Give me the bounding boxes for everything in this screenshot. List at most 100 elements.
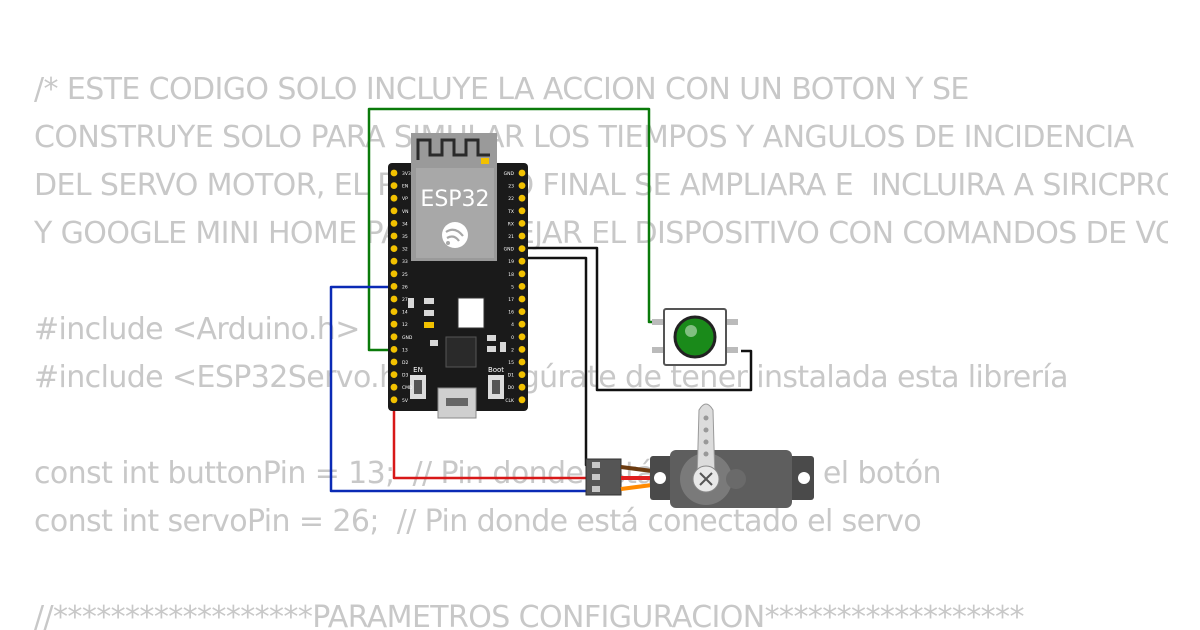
smd-component <box>500 342 506 352</box>
servo-motor[interactable] <box>585 403 814 508</box>
header-pin[interactable] <box>518 371 526 378</box>
header-pin[interactable] <box>518 283 526 290</box>
header-pin[interactable] <box>390 169 398 177</box>
pin-label: 21 <box>508 234 514 240</box>
header-pin[interactable] <box>390 257 398 265</box>
horn-hole <box>703 451 709 457</box>
wire-black-gnd-button[interactable] <box>522 246 753 392</box>
header-pin[interactable] <box>518 194 526 202</box>
button-lead <box>724 347 738 353</box>
esp32-board[interactable]: ESP32 EN Boot 3V3ENVPVN34353233252627141… <box>388 133 528 419</box>
push-button[interactable] <box>652 308 738 366</box>
header-pin[interactable] <box>390 270 398 278</box>
pin-label: D3 <box>402 373 408 379</box>
usb-slot <box>446 398 468 406</box>
smd-component <box>487 335 496 341</box>
header-pin[interactable] <box>390 194 398 202</box>
servo-gear-small <box>726 469 746 489</box>
smd-component <box>424 310 434 316</box>
header-pin[interactable] <box>518 270 526 278</box>
header-pin[interactable] <box>518 182 526 190</box>
wire-black-gnd-servo[interactable] <box>522 256 618 467</box>
board-name: ESP32 <box>420 187 489 212</box>
servo-connector <box>585 458 622 496</box>
pin-label: 2 <box>511 347 514 353</box>
header-pin[interactable] <box>518 232 526 240</box>
header-pin[interactable] <box>518 295 526 303</box>
header-pin[interactable] <box>390 308 398 315</box>
header-pin[interactable] <box>390 220 398 227</box>
boot-button-cap <box>492 380 500 394</box>
pin-label: 18 <box>508 272 514 278</box>
antenna-pad <box>481 158 489 164</box>
smd-component <box>424 322 434 328</box>
header-pin[interactable] <box>390 346 398 353</box>
header-pin[interactable] <box>518 207 526 215</box>
header-pin[interactable] <box>390 283 398 290</box>
header-pin[interactable] <box>390 245 398 253</box>
code-line: const int servoPin = 26; // Pin donde es… <box>34 504 922 539</box>
pin-label: 5V <box>402 398 409 404</box>
pin-label: 33 <box>402 259 408 265</box>
espressif-logo-icon <box>442 222 468 248</box>
wire-red-servo-power[interactable] <box>392 405 618 480</box>
servo-cable-orange <box>620 483 653 491</box>
header-pin[interactable] <box>390 371 398 378</box>
mount-hole <box>654 472 666 484</box>
header-pin[interactable] <box>390 383 398 391</box>
boot-label: Boot <box>488 366 504 374</box>
pin-label: D2 <box>402 360 408 366</box>
pin-label: 15 <box>508 360 514 366</box>
horn-hole <box>703 439 709 445</box>
header-pin[interactable] <box>518 257 526 265</box>
code-line: /* ESTE CODIGO SOLO INCLUYE LA ACCION CO… <box>34 72 969 107</box>
smd-component <box>430 340 438 346</box>
pin-label: 34 <box>402 221 408 227</box>
wire-blue-servo-signal[interactable] <box>329 285 618 493</box>
code-line: //******************PARAMETROS CONFIGURA… <box>34 600 1024 630</box>
pin-label: 14 <box>402 310 408 316</box>
pin-label: GND <box>402 335 413 341</box>
header-pin[interactable] <box>518 169 526 177</box>
code-line: #include <Arduino.h> <box>34 312 360 347</box>
header-pin[interactable] <box>518 245 526 253</box>
header-pin[interactable] <box>518 396 526 404</box>
header-pin[interactable] <box>390 232 398 240</box>
horn-hole <box>703 415 709 421</box>
header-pin[interactable] <box>390 333 398 341</box>
pin-label: 0 <box>511 335 514 341</box>
header-pin[interactable] <box>518 383 526 391</box>
header-pin[interactable] <box>518 220 526 227</box>
smd-component <box>408 298 414 308</box>
pin-label: 4 <box>511 322 514 328</box>
header-pin[interactable] <box>390 182 398 190</box>
screw-icon <box>699 472 713 486</box>
code-line: CONSTRUYE SOLO PARA SIMULAR LOS TIEMPOS … <box>34 120 1134 155</box>
antenna-trace <box>416 138 490 160</box>
pin-label: RX <box>508 221 514 227</box>
wire-green-button[interactable] <box>367 107 665 352</box>
connector-pin <box>592 462 600 468</box>
header-pin[interactable] <box>390 396 398 404</box>
en-label: EN <box>413 366 423 374</box>
header-pin[interactable] <box>518 308 526 315</box>
horn-hole <box>703 427 709 433</box>
header-pin[interactable] <box>390 295 398 303</box>
header-pin[interactable] <box>390 320 398 328</box>
header-pin[interactable] <box>518 358 526 366</box>
pin-label: 25 <box>402 272 408 278</box>
button-lead <box>652 347 666 353</box>
en-button-cap <box>414 380 422 394</box>
button-cap[interactable] <box>673 315 717 359</box>
header-pin[interactable] <box>390 207 398 215</box>
header-pin[interactable] <box>518 333 526 341</box>
header-pin[interactable] <box>390 358 398 366</box>
smd-component <box>424 298 434 304</box>
servo-cable-brown <box>620 465 653 473</box>
header-pin[interactable] <box>518 346 526 353</box>
pin-label: TX <box>507 209 514 215</box>
left-pin-header: 3V3ENVPVN343532332526271412GND13D2D3CMD5… <box>390 169 413 404</box>
header-pin[interactable] <box>518 320 526 328</box>
pin-label: 16 <box>508 310 514 316</box>
